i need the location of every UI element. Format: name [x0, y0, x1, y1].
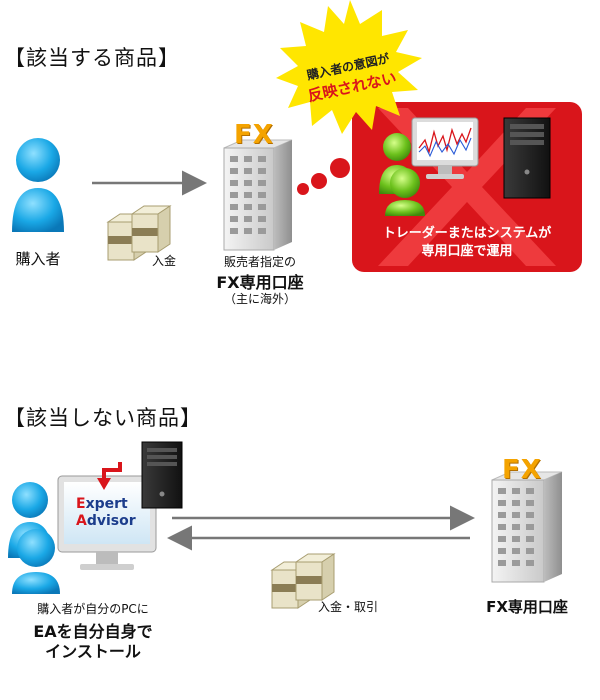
deposit-label: 入金 [152, 254, 177, 268]
pc-tower-icon [141, 441, 183, 509]
managed-box-line1: トレーダーまたはシステムが [382, 226, 552, 241]
money-icon-2 [270, 553, 336, 609]
warning-burst-icon [276, 0, 422, 134]
ea-word-advisor: dvisor [86, 513, 136, 529]
fx-building-icon-2 [491, 471, 563, 583]
buyer-caption-line2: インストール [45, 642, 141, 661]
ea-initial-e: E [76, 496, 86, 512]
account-caption-main: FX専用口座 [216, 273, 304, 292]
install-arrow-icon [97, 462, 122, 490]
account-label-2: FX専用口座 [486, 598, 568, 616]
money-icon [106, 205, 172, 261]
buyer-caption-line1: EAを自分自身で [33, 622, 153, 641]
account-caption-note: （主に海外） [223, 292, 296, 306]
fx-badge-2: FX [502, 455, 542, 485]
ea-screen-text: Expert Advisor [76, 496, 136, 530]
managed-box-line2: 専用口座で運用 [421, 244, 513, 259]
thought-dots [297, 158, 350, 195]
section-title-not-applicable: 【該当しない商品】 [4, 406, 202, 430]
fx-building-icon [223, 139, 293, 251]
deposit-withdraw-label: 入金・取引 [318, 600, 379, 614]
trader-person-icon [379, 133, 425, 216]
chart-monitor-icon [411, 117, 479, 179]
buyer-caption-small: 購入者が自分のPCに [37, 602, 149, 616]
ea-monitor-icon [57, 475, 157, 570]
buyer-label: 購入者 [15, 250, 61, 268]
buyer-person-icon [12, 138, 64, 232]
ea-word-expert: xpert [85, 496, 128, 512]
ea-initial-a: A [76, 513, 87, 529]
fx-badge: FX [234, 120, 274, 150]
server-tower-icon [503, 117, 551, 199]
buyer-person-icon-2 [8, 482, 60, 594]
section-title-applicable: 【該当する商品】 [4, 46, 180, 70]
account-caption-small: 販売者指定の [223, 255, 296, 269]
